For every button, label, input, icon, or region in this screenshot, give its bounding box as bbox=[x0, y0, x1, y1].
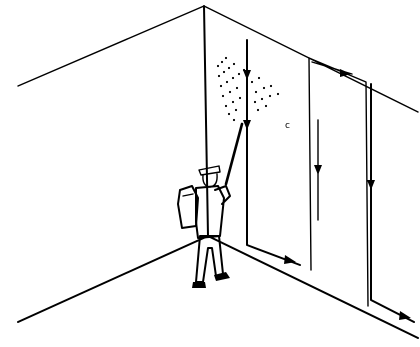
left-floor-edge bbox=[18, 236, 208, 322]
spray-wand bbox=[226, 124, 242, 184]
annotation-mark: c bbox=[285, 121, 290, 131]
arrow-down-1 bbox=[243, 70, 251, 80]
spray-path bbox=[243, 40, 414, 322]
worker-torso bbox=[196, 186, 224, 238]
worker-head bbox=[203, 174, 217, 187]
tank-strap bbox=[183, 194, 193, 196]
arrow-down-2 bbox=[243, 120, 251, 130]
corner-edge-line bbox=[204, 6, 208, 236]
worker-figure bbox=[178, 166, 230, 288]
spray-path-left-segment bbox=[247, 40, 300, 265]
worker-left-shoe bbox=[192, 282, 206, 288]
left-wall-ceiling-edge bbox=[18, 6, 204, 86]
arrow-down-door bbox=[314, 165, 322, 175]
arrow-down-3 bbox=[367, 180, 375, 190]
right-floor-edge bbox=[208, 236, 418, 338]
wand-lance bbox=[226, 124, 242, 184]
spray-path-right-segment bbox=[371, 84, 414, 322]
